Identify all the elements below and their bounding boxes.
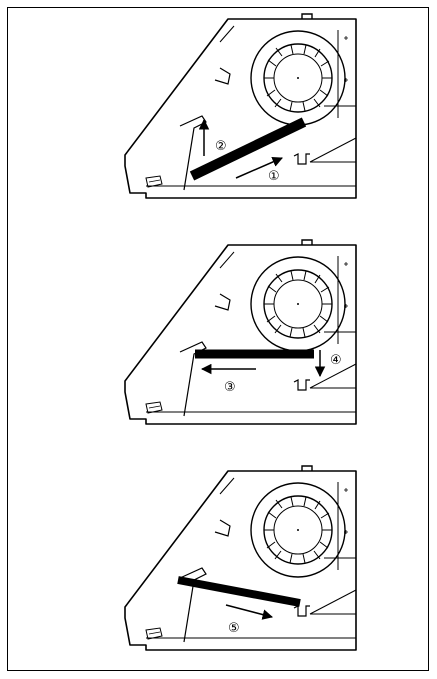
- panel-2: ③ ④: [124, 239, 357, 425]
- filter-bar: [189, 117, 307, 181]
- diagram-frame: ① ② ③ ④ ⑤: [7, 7, 429, 671]
- step-2-label: ②: [215, 139, 227, 154]
- arrow-icon: [235, 156, 283, 179]
- panel-1: ① ②: [124, 13, 357, 199]
- filter-replacement-diagram: ① ② ③ ④ ⑤: [124, 13, 357, 651]
- step-5-label: ⑤: [228, 621, 240, 636]
- arrow-icon: [225, 604, 274, 620]
- step-1-label: ①: [268, 169, 280, 184]
- step-3-label: ③: [224, 380, 236, 395]
- filter-bar: [177, 576, 301, 607]
- panel-3: ⑤: [124, 465, 357, 651]
- step-4-label: ④: [330, 353, 342, 368]
